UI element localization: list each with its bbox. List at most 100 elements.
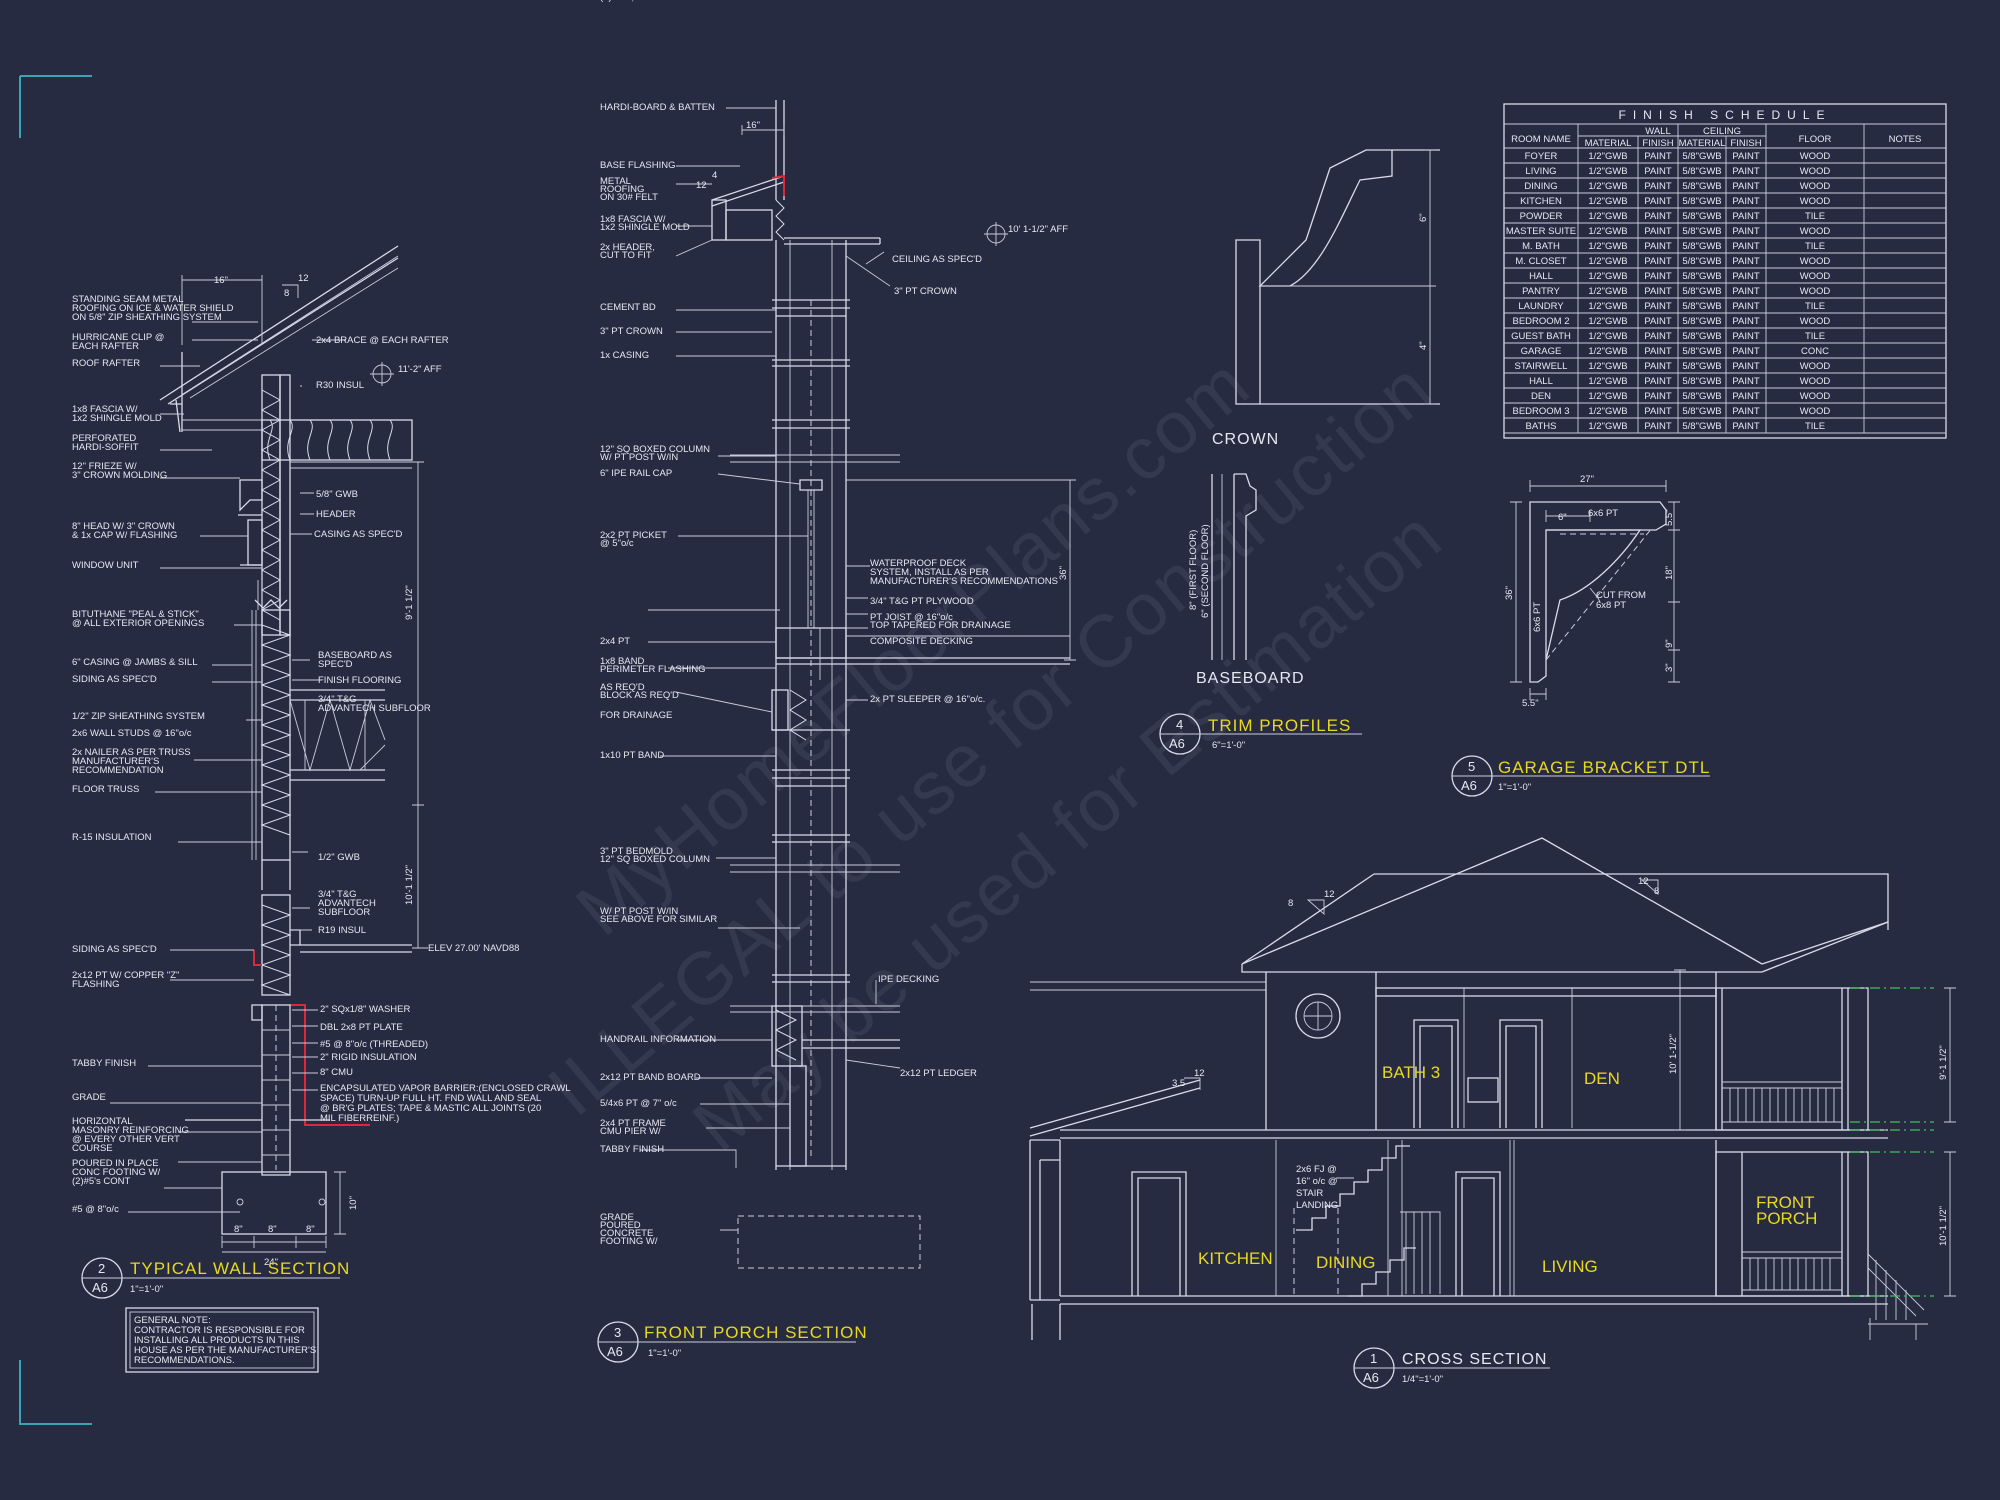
baseboard-label: BASEBOARD (1196, 670, 1305, 687)
roof-pitch-rise: 12 (298, 273, 309, 284)
cross-section-scale: 1/4"=1'-0" (1402, 1374, 1443, 1385)
crown-profile (1258, 149, 1393, 287)
schedule-cell: 1/2"GWB (1588, 151, 1627, 162)
schedule-cell: PAINT (1644, 151, 1671, 162)
schedule-cell: PAINT (1644, 406, 1671, 417)
schedule-cell: LIVING (1525, 166, 1556, 177)
porch-note-right: COMPOSITE DECKING (870, 636, 973, 647)
schedule-cell: PAINT (1732, 286, 1759, 297)
schedule-cell: PAINT (1644, 421, 1671, 432)
porch-note-left: CUT TO FIT (600, 250, 652, 261)
schedule-cell: MASTER SUITE (1506, 226, 1576, 237)
wall-note-right: 3/4" T&G (318, 889, 357, 900)
wall-note-left: GRADE (72, 1092, 106, 1103)
wall-note-left: SIDING AS SPEC'D (72, 944, 157, 955)
roof-pitch-run: 8 (284, 288, 289, 299)
bracket-dim-5-5-top: 5.5" (1664, 509, 1675, 526)
crown-dim-4: 4" (1418, 341, 1429, 350)
porch-note-right: 2x12 PT LEDGER (900, 1068, 977, 1079)
wall-note-right: 11'-2" AFF (398, 364, 442, 375)
bracket-dim-3: 3" (1664, 663, 1675, 672)
wall-note-left: 1x2 SHINGLE MOLD (72, 413, 162, 424)
porch-section-sheet: A6 (607, 1344, 623, 1359)
schedule-cell: TILE (1805, 421, 1825, 432)
trim-title: TRIM PROFILES (1208, 716, 1351, 735)
room-dining: DINING (1316, 1253, 1376, 1272)
schedule-cell: PAINT (1644, 376, 1671, 387)
general-note-line: RECOMMENDATIONS. (134, 1355, 235, 1366)
crown-label: CROWN (1212, 431, 1279, 448)
porch-note-left: 2x12 PT BAND BOARD (600, 1072, 701, 1083)
wall-section-scale: 1"=1'-0" (130, 1284, 163, 1295)
bracket-label-6x6-post: 6x6 PT (1532, 602, 1543, 632)
schedule-cell: HALL (1529, 271, 1553, 282)
trim-sheet: A6 (1169, 736, 1185, 751)
porch-note-right: TOP TAPERED FOR DRAINAGE (870, 620, 1011, 631)
porch-note-left: 2x4 PT FRAME (600, 1118, 666, 1129)
schedule-group-header: WALL (1645, 126, 1671, 137)
crown-wall-block (1235, 239, 1261, 405)
schedule-cell: 5/8"GWB (1682, 316, 1721, 327)
schedule-cell: PAINT (1732, 211, 1759, 222)
schedule-cell: 1/2"GWB (1588, 301, 1627, 312)
schedule-cell: 1/2"GWB (1588, 331, 1627, 342)
schedule-cell: PAINT (1644, 286, 1671, 297)
porch-note-left: AS REQ'D (600, 682, 645, 693)
wall-dim-upper: 9'-1 1/2" (404, 585, 415, 620)
wall-note-right: R19 INSUL (318, 925, 366, 936)
wall-note-left: & 1x CAP W/ FLASHING (72, 530, 177, 541)
wall-note-right: SUBFLOOR (318, 907, 370, 918)
bracket-dim-6: 6" (1558, 512, 1567, 523)
schedule-cell: WOOD (1800, 271, 1831, 282)
schedule-cell: 5/8"GWB (1682, 271, 1721, 282)
schedule-cell: 5/8"GWB (1682, 391, 1721, 402)
wall-note-left: CONC FOOTING W/ (72, 1167, 160, 1178)
wall-note-right: 2" RIGID INSULATION (320, 1052, 417, 1063)
porch-note-left: 12" SQ BOXED COLUMN (600, 854, 710, 865)
wall-note-right: FINISH FLOORING (318, 675, 401, 686)
porch-note-left: (3) #5's, EACH WAY (600, 0, 687, 3)
schedule-cell: 5/8"GWB (1682, 376, 1721, 387)
schedule-cell: WOOD (1800, 316, 1831, 327)
schedule-column-header: ROOM NAME (1511, 134, 1571, 145)
low-roof-pitch-rise: 12 (1194, 1068, 1205, 1079)
porch-upper-height-dim: 9'-1 1/2" (1938, 1045, 1949, 1080)
wall-note-right: R30 INSUL (316, 380, 364, 391)
schedule-cell: WOOD (1800, 406, 1831, 417)
general-note-line: GENERAL NOTE: (134, 1315, 211, 1326)
schedule-cell: PAINT (1732, 241, 1759, 252)
bracket-dim-5-5-bottom: 5.5" (1522, 698, 1539, 709)
schedule-cell: PAINT (1732, 226, 1759, 237)
porch-note-left: FOR DRAINAGE (600, 710, 672, 721)
schedule-cell: 5/8"GWB (1682, 166, 1721, 177)
schedule-cell: WOOD (1800, 151, 1831, 162)
rear-roof-pitch-run: 8 (1654, 886, 1659, 897)
room-living: LIVING (1542, 1257, 1598, 1276)
finish-schedule-title: FINISH SCHEDULE (1618, 108, 1831, 122)
baseboard-profile (1211, 473, 1257, 660)
porch-note-left: FOOTING W/ (600, 1236, 658, 1247)
schedule-cell: 1/2"GWB (1588, 421, 1627, 432)
schedule-group-header: CEILING (1703, 126, 1741, 137)
porch-note-left: W/ PT POST W/IN (600, 452, 678, 463)
schedule-cell: TILE (1805, 301, 1825, 312)
porch-note-left: POURED (600, 1220, 641, 1231)
wall-note-left: HURRICANE CLIP @ (72, 332, 164, 343)
main-roof-pitch-rise: 12 (1324, 889, 1335, 900)
wall-note-left: FLASHING (72, 979, 120, 990)
schedule-cell: PAINT (1644, 241, 1671, 252)
schedule-cell: PAINT (1732, 166, 1759, 177)
wall-note-right: HEADER (316, 509, 356, 520)
schedule-cell: 1/2"GWB (1588, 391, 1627, 402)
cross-section: BATH 3 DEN KITCHEN DINING LIVING FRONT P… (1029, 837, 1956, 1389)
wall-note-right: CASING AS SPEC'D (314, 529, 403, 540)
porch-note-left: 1x2 SHINGLE MOLD (600, 222, 690, 233)
footing-dim-total: 24" (264, 1257, 278, 1268)
general-note-box (125, 1307, 319, 1373)
schedule-cell: DINING (1524, 181, 1557, 192)
schedule-cell: PAINT (1732, 301, 1759, 312)
wall-note-left: ROOF RAFTER (72, 358, 140, 369)
schedule-cell: M. CLOSET (1515, 256, 1566, 267)
